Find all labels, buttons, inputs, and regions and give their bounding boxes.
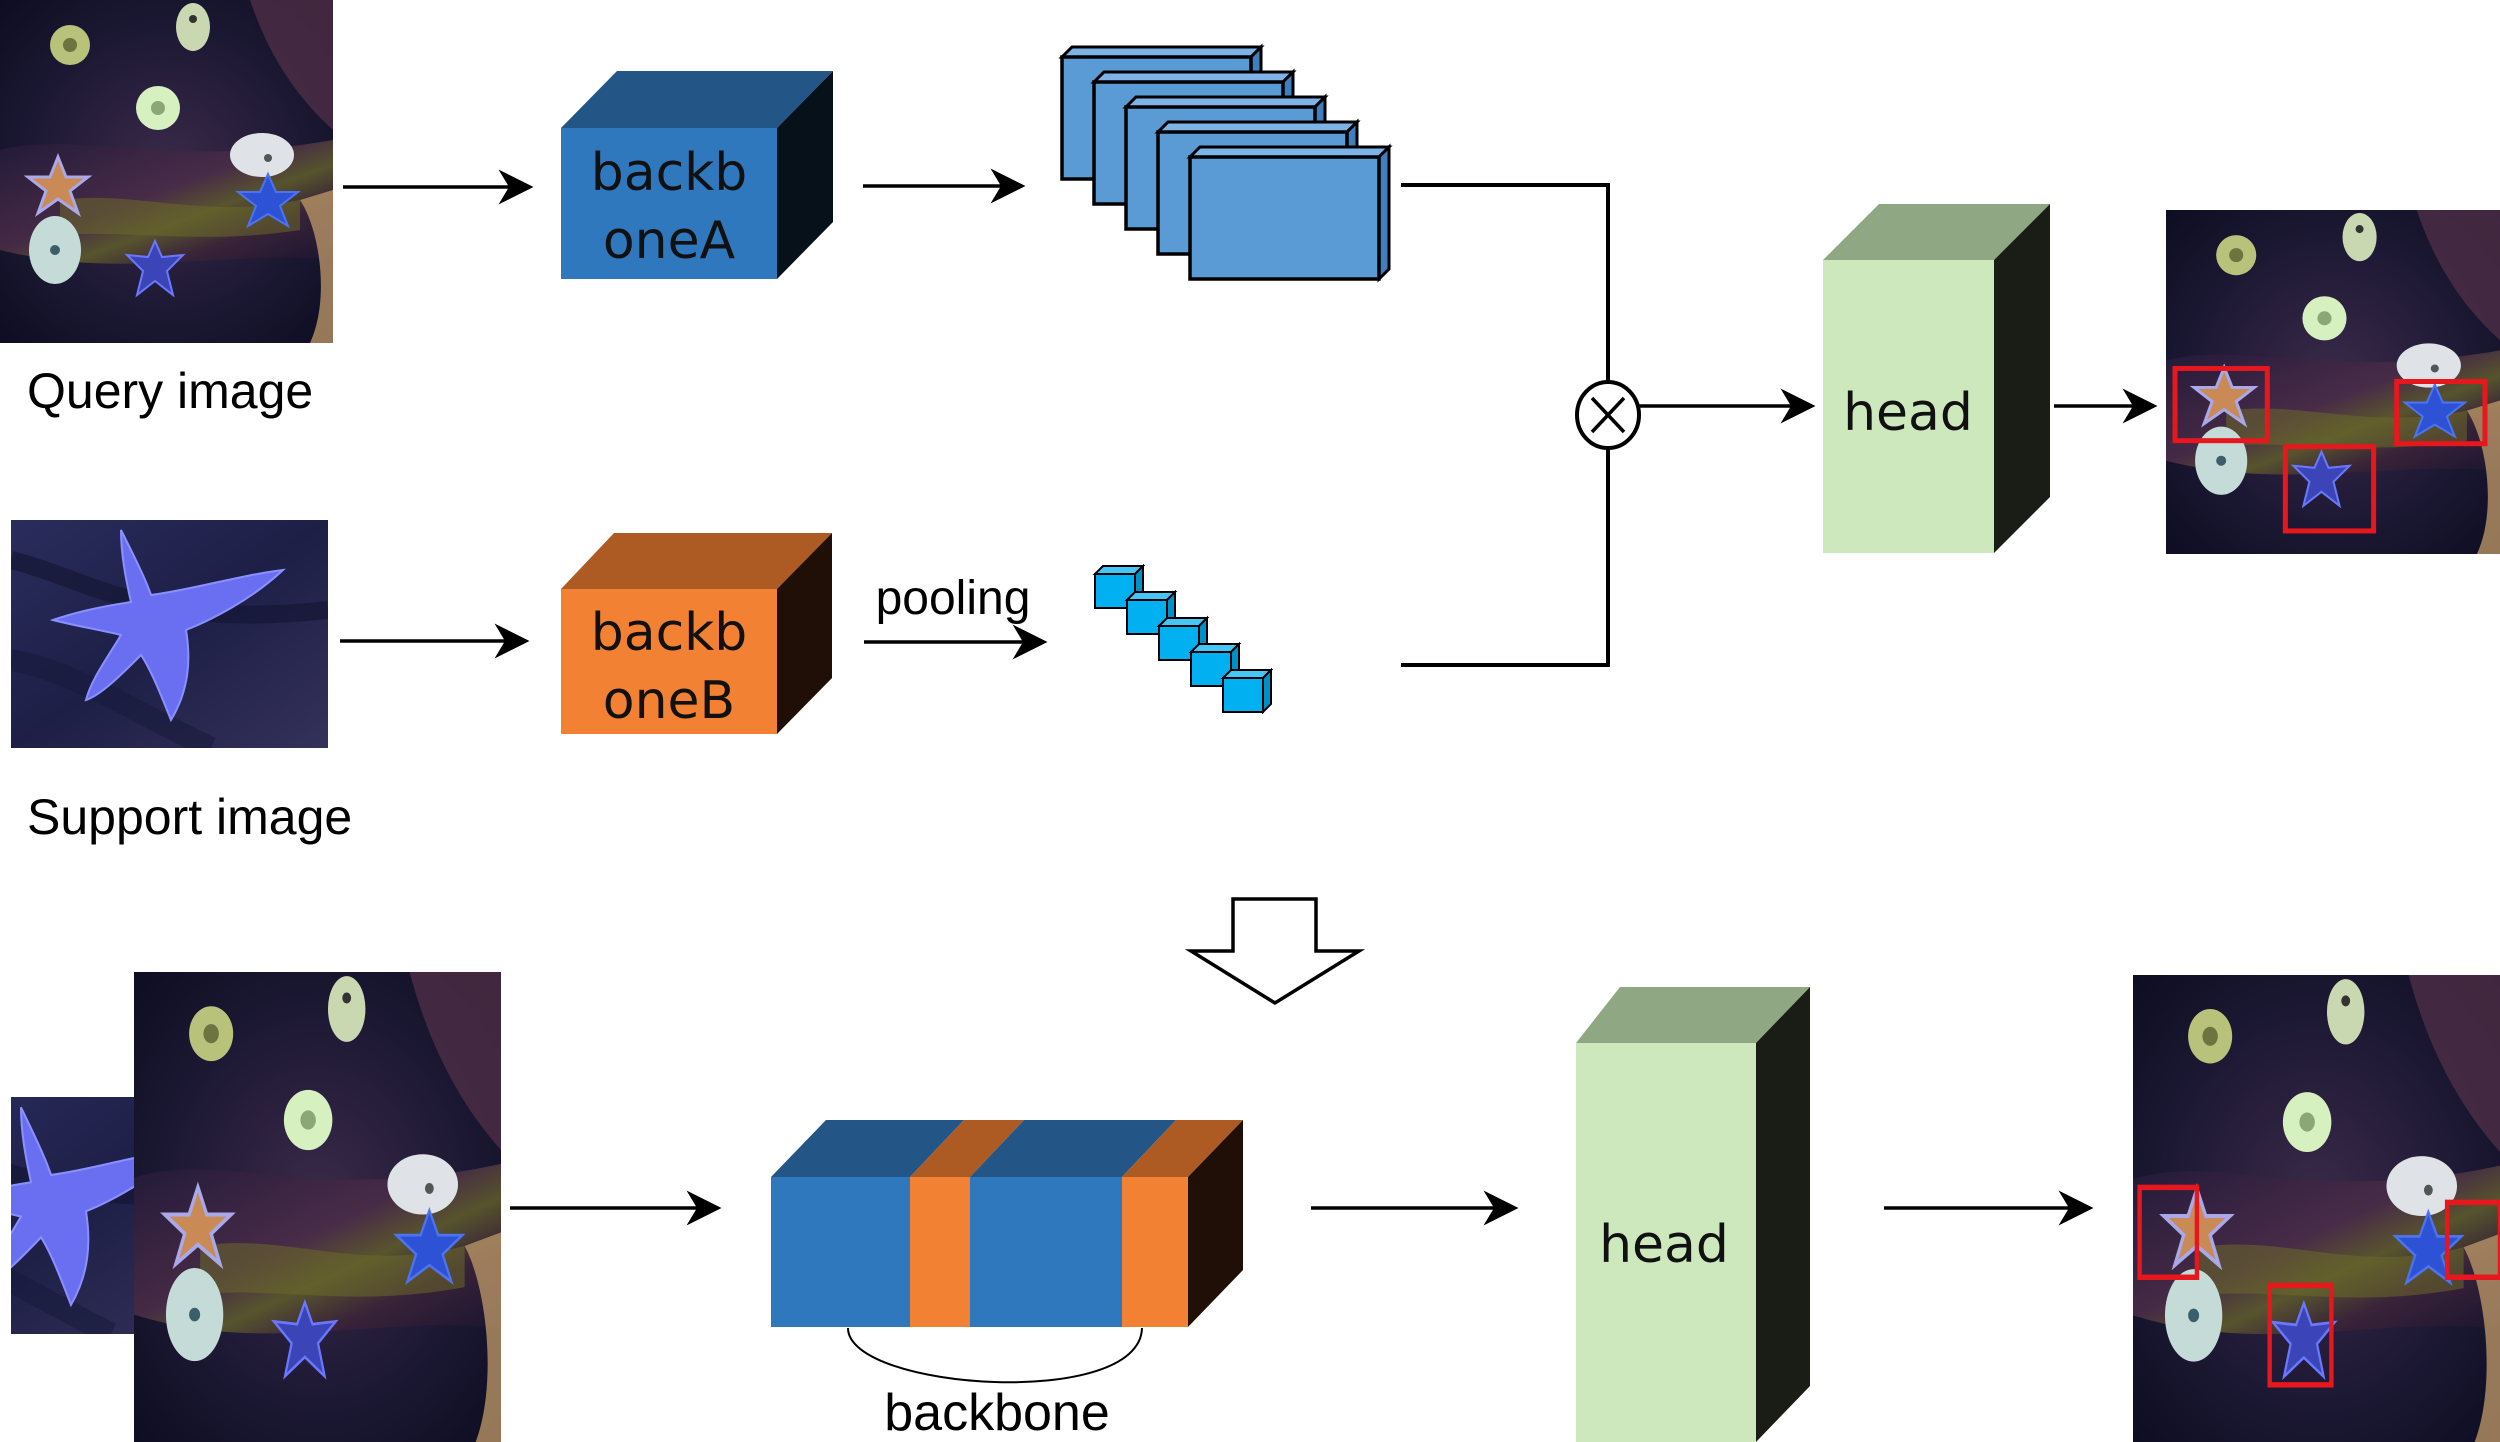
detection-box xyxy=(2267,1282,2334,1388)
merged-backbone-block: backbone xyxy=(771,1120,1243,1442)
backbone-b-label-line1: backb xyxy=(591,603,748,663)
backbone-segment-query xyxy=(970,1177,1122,1327)
head-label-bottom: head xyxy=(1599,1215,1729,1275)
query-image-front xyxy=(134,972,501,1442)
pooling-label: pooling xyxy=(876,572,1031,625)
backbone-b-side-face xyxy=(777,533,832,734)
support-image xyxy=(11,520,328,748)
backbone-b-block: backb oneB xyxy=(561,533,832,734)
backbone-segment-support xyxy=(910,1177,970,1327)
detection-box xyxy=(2137,1184,2200,1280)
query-image-label: Query image xyxy=(27,363,313,419)
backbone-a-label-line1: backb xyxy=(591,143,748,203)
detection-box xyxy=(2172,365,2270,444)
detection-box xyxy=(2394,378,2488,447)
backbone-a-front-face xyxy=(561,128,777,279)
fusion-multiply-operator xyxy=(1575,380,1641,450)
support-feature-connector xyxy=(1401,447,1610,667)
backbone-a-side-face xyxy=(777,71,833,279)
output-image-top xyxy=(2166,210,2500,554)
merged-backbone-label: backbone xyxy=(884,1384,1110,1442)
support-feature-vector xyxy=(1220,667,1274,715)
detection-box xyxy=(2444,1199,2500,1280)
detection-box xyxy=(2282,444,2377,534)
backbone-segment-support xyxy=(1122,1177,1188,1327)
backbone-a-block: backb oneA xyxy=(561,71,833,279)
query-feature-connector xyxy=(1401,183,1610,383)
stacked-input-images xyxy=(0,972,501,1442)
output-image-bottom xyxy=(2133,975,2500,1442)
backbone-b-front-face xyxy=(561,589,777,734)
backbone-a-label-line2: oneA xyxy=(603,211,736,271)
backbone-b-top-face xyxy=(561,533,832,589)
head-front-face xyxy=(1823,260,1994,553)
head-block-bottom: head xyxy=(1576,987,1810,1442)
head-block-top: head xyxy=(1823,204,2050,553)
support-feature-vector xyxy=(1092,563,1146,611)
support-feature-vectors xyxy=(1092,563,1274,715)
merged-backbone-side-face xyxy=(1188,1120,1243,1327)
head-top-face xyxy=(1823,204,2050,260)
transition-down-arrow-icon xyxy=(1184,897,1366,1006)
support-image-label: Support image xyxy=(27,789,352,845)
head-side-face xyxy=(1994,204,2050,553)
query-feature-map xyxy=(1186,143,1393,283)
backbone-b-label-line2: oneB xyxy=(603,671,735,731)
query-image xyxy=(0,0,335,345)
head-label-top: head xyxy=(1843,383,1973,443)
backbone-segment-query xyxy=(771,1177,910,1327)
query-feature-maps xyxy=(1058,43,1393,283)
backbone-a-top-face xyxy=(561,71,833,128)
backbone-brace xyxy=(847,1327,1143,1384)
